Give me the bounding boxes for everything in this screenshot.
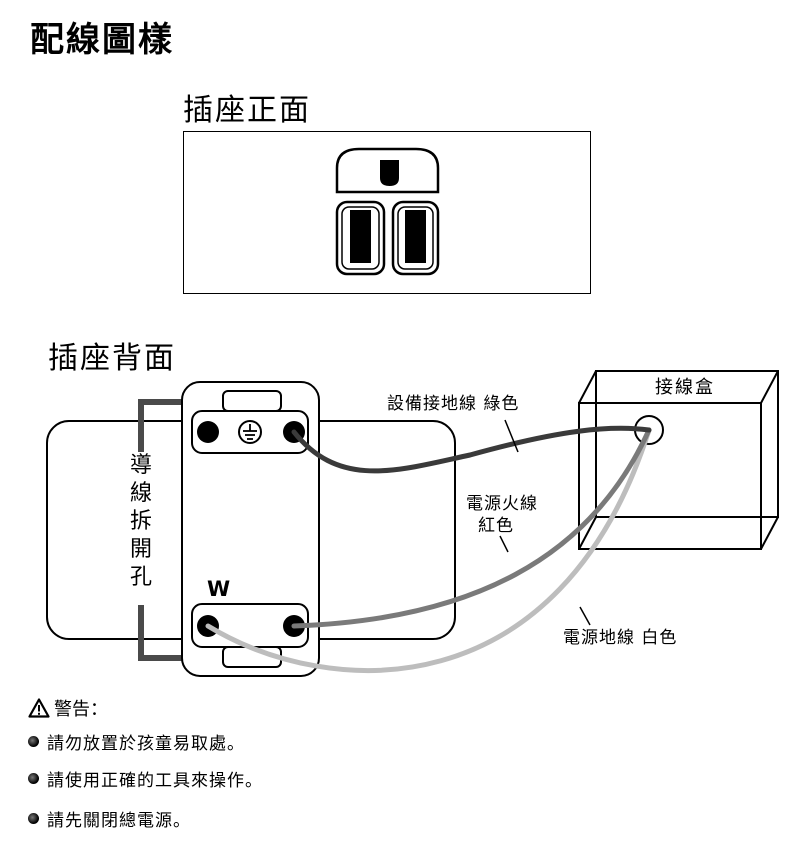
- right-blade-slot: [405, 210, 426, 263]
- hot-wire: [291, 427, 652, 629]
- hot-wire-label-line1: 電源火線: [466, 494, 538, 514]
- warning-item-text: 請勿放置於孩童易取處。: [47, 734, 245, 754]
- outlet-body: [181, 381, 320, 677]
- warning-label: 警告：: [54, 699, 108, 720]
- junction-box: [578, 370, 779, 550]
- bullet-icon: [28, 813, 39, 824]
- knockout-label-char: 線: [130, 481, 152, 506]
- hot-label-leader: [499, 535, 509, 553]
- top-knockout-tab: [222, 390, 282, 412]
- warning-triangle-icon: [28, 698, 50, 718]
- ground-symbol-circle: [238, 420, 262, 444]
- knockout-label-char: 孔: [130, 565, 152, 590]
- ground-wire-label: 設備接地線 綠色: [387, 394, 519, 414]
- junction-box-label: 接線盒: [655, 377, 715, 398]
- warning-item: 請先關閉總電源。: [28, 806, 191, 831]
- hot-wire-label-line2: 紅色: [478, 516, 514, 536]
- warning-item-text: 請先關閉總電源。: [47, 811, 191, 831]
- page-title: 配線圖樣: [30, 20, 174, 60]
- outlet-front-panel: [183, 131, 591, 294]
- ground-symbol-icon: [243, 424, 257, 440]
- terminal-w-label: W: [207, 577, 230, 601]
- warning-item: 請使用正確的工具來操作。: [28, 766, 263, 791]
- front-view-title: 插座正面: [183, 93, 311, 128]
- outlet-front-face: [335, 147, 440, 276]
- bullet-icon: [28, 773, 39, 784]
- warning-item: 請勿放置於孩童易取處。: [28, 729, 245, 754]
- bullet-icon: [28, 736, 39, 747]
- ground-pin-slot: [380, 160, 399, 186]
- warning-item-text: 請使用正確的工具來操作。: [47, 771, 263, 791]
- neutral-label-leader: [579, 606, 591, 626]
- neutral-wire-label: 電源地線 白色: [563, 628, 677, 648]
- ground-wire: [291, 425, 652, 474]
- left-blade-slot: [350, 210, 371, 263]
- back-view-title: 插座背面: [48, 341, 176, 376]
- top-left-screw: [197, 421, 219, 443]
- knockout-label-char: 導: [130, 453, 152, 478]
- knockout-label-char: 開: [130, 537, 152, 562]
- knockout-label-char: 拆: [130, 509, 152, 534]
- ground-label-leader: [504, 419, 519, 453]
- warning-header: 警告：: [28, 695, 108, 721]
- neutral-wire: [205, 427, 652, 673]
